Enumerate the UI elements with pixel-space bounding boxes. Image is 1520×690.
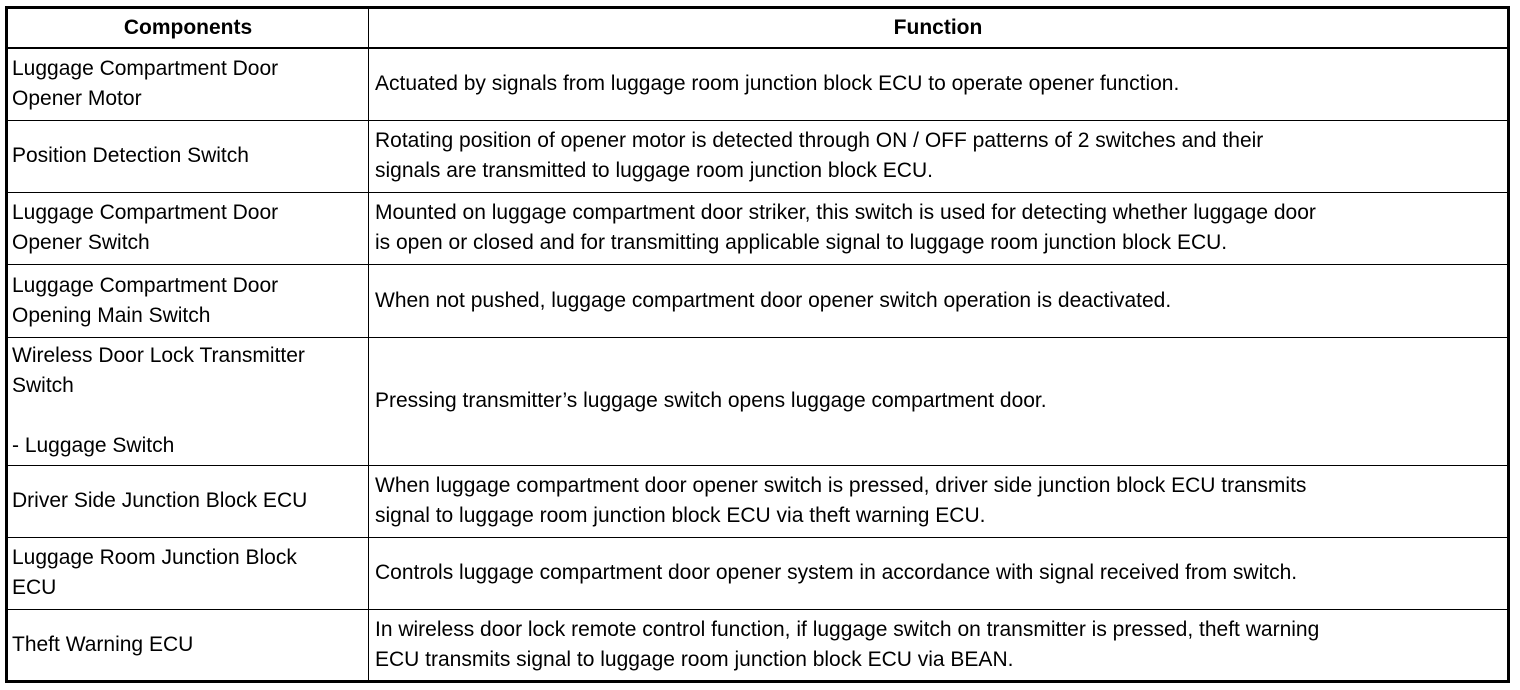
table-row: Luggage Compartment Door Opener Motor Ac… bbox=[6, 47, 1509, 121]
component-cell: Luggage Compartment Door Opening Main Sw… bbox=[6, 263, 369, 338]
function-text: When not pushed, luggage compartment doo… bbox=[375, 288, 1172, 312]
function-cell: Actuated by signals from luggage room ju… bbox=[368, 47, 1509, 121]
component-cell: Position Detection Switch bbox=[6, 119, 369, 193]
function-text: When luggage compartment door opener swi… bbox=[375, 474, 1307, 527]
function-cell: Controls luggage compartment door opener… bbox=[368, 536, 1509, 610]
table-row: Luggage Compartment Door Opener Switch M… bbox=[6, 191, 1509, 265]
components-function-table: Components Function Luggage Compartment … bbox=[5, 6, 1510, 683]
table-row: Luggage Room Junction Block ECU Controls… bbox=[6, 536, 1509, 610]
function-cell: When luggage compartment door opener swi… bbox=[368, 464, 1509, 538]
function-text: In wireless door lock remote control fun… bbox=[375, 617, 1320, 671]
table-row: Position Detection Switch Rotating posit… bbox=[6, 119, 1509, 193]
component-name: Theft Warning ECU bbox=[12, 632, 194, 656]
function-cell: Rotating position of opener motor is det… bbox=[368, 119, 1509, 193]
table-row: Luggage Compartment Door Opening Main Sw… bbox=[6, 263, 1509, 338]
function-text: Controls luggage compartment door opener… bbox=[375, 561, 1298, 584]
component-cell: Driver Side Junction Block ECU bbox=[6, 464, 369, 538]
function-cell: When not pushed, luggage compartment doo… bbox=[368, 263, 1509, 338]
function-text: Pressing transmitter’s luggage switch op… bbox=[375, 389, 1047, 412]
component-name: Driver Side Junction Block ECU bbox=[12, 489, 308, 512]
component-name: Luggage Compartment Door Opening Main Sw… bbox=[12, 273, 279, 327]
function-text: Mounted on luggage compartment door stri… bbox=[375, 201, 1316, 254]
table-row: Driver Side Junction Block ECU When lugg… bbox=[6, 464, 1509, 538]
component-cell: Luggage Compartment Door Opener Motor bbox=[6, 47, 369, 121]
component-name: Luggage Room Junction Block ECU bbox=[12, 546, 297, 599]
function-text: Actuated by signals from luggage room ju… bbox=[375, 72, 1180, 96]
function-cell: Pressing transmitter’s luggage switch op… bbox=[368, 336, 1509, 466]
table-row: Theft Warning ECU In wireless door lock … bbox=[6, 608, 1509, 682]
component-name: Wireless Door Lock Transmitter Switch - … bbox=[12, 344, 305, 457]
component-name: Luggage Compartment Door Opener Motor bbox=[12, 57, 279, 111]
component-name: Position Detection Switch bbox=[12, 144, 249, 167]
function-header: Function bbox=[368, 7, 1509, 49]
function-cell: In wireless door lock remote control fun… bbox=[368, 608, 1509, 682]
table-row: Wireless Door Lock Transmitter Switch - … bbox=[6, 336, 1509, 466]
component-cell: Wireless Door Lock Transmitter Switch - … bbox=[6, 336, 369, 466]
component-cell: Luggage Compartment Door Opener Switch bbox=[6, 191, 369, 265]
function-text: Rotating position of opener motor is det… bbox=[375, 129, 1264, 182]
components-header: Components bbox=[6, 7, 369, 49]
function-cell: Mounted on luggage compartment door stri… bbox=[368, 191, 1509, 265]
component-cell: Theft Warning ECU bbox=[6, 608, 369, 682]
component-cell: Luggage Room Junction Block ECU bbox=[6, 536, 369, 610]
header-row: Components Function bbox=[6, 7, 1509, 49]
component-name: Luggage Compartment Door Opener Switch bbox=[12, 201, 279, 254]
